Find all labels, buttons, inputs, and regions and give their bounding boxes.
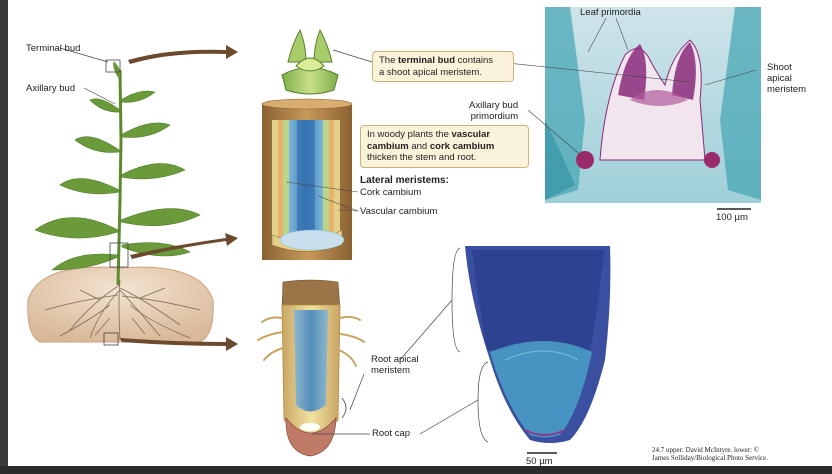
axillary-bud-leader: [83, 87, 116, 105]
terminal-bud-leader: [59, 47, 109, 63]
label-lateral-meristems: Lateral meristems:: [360, 175, 449, 186]
label-root-apical-meristem: Root apical meristem: [371, 354, 419, 376]
label-scale-top: 100 µm: [716, 212, 748, 223]
plant-illustration: [27, 47, 214, 346]
label-shoot-apical-meristem: Shoot apical meristem: [767, 62, 807, 95]
label-leaf-primordia: Leaf primordia: [580, 7, 641, 18]
terminal-bud-box: [105, 59, 121, 73]
arrows: [120, 45, 238, 351]
label-vascular-cambium: Vascular cambium: [360, 206, 438, 217]
root-tip-box: [103, 332, 119, 346]
arrow-top: [128, 45, 238, 64]
photo-credit: 24.7 upper: David McIntyre. lower: © Jam…: [652, 446, 768, 462]
root-hairs: [257, 315, 365, 367]
terminal-bud-drawing: [281, 28, 373, 95]
plant-roots: [44, 279, 201, 341]
plant-stem: [116, 69, 123, 286]
label-scale-bottom: 50 µm: [526, 456, 553, 467]
arrow-mid: [130, 233, 238, 259]
stem-section-box: [109, 242, 129, 268]
soil-mound: [27, 266, 214, 343]
label-terminal-bud: Terminal bud: [26, 43, 81, 54]
bottom-bar: [0, 466, 832, 474]
root-tip-drawing: [257, 279, 370, 457]
root-micrograph: [399, 246, 611, 454]
micrograph-leaders: [497, 17, 757, 159]
root-micro-brackets: [399, 247, 489, 443]
label-axillary-bud: Axillary bud: [26, 83, 76, 94]
shoot-micrograph: [497, 7, 761, 210]
stem-cylinder-drawing: [261, 98, 359, 260]
label-cork-cambium: Cork cambium: [360, 187, 422, 198]
plant-leaves: [34, 61, 201, 271]
callout-woody-plants: In woody plants the vascular cambium and…: [360, 125, 529, 168]
label-root-cap: Root cap: [372, 428, 411, 439]
arrow-bottom: [120, 337, 238, 351]
callout-terminal-bud: The terminal bud contains a shoot apical…: [372, 51, 514, 82]
label-axillary-bud-primordium: Axillary bud primordium: [469, 100, 519, 122]
